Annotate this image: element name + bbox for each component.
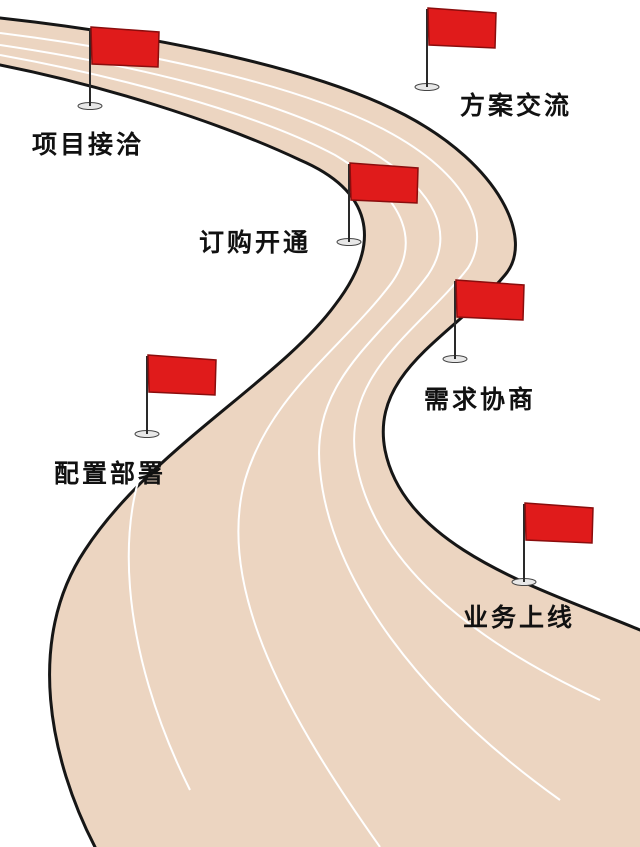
red-flag-icon: [510, 498, 600, 598]
red-flag-icon: [76, 22, 166, 122]
milestone-label: 需求协商: [424, 380, 536, 416]
red-flag-icon: [441, 275, 531, 375]
milestone-label: 项目接洽: [32, 125, 144, 161]
milestone-label: 配置部署: [54, 454, 166, 490]
milestone-label: 订购开通: [199, 223, 311, 259]
milestone-label: 方案交流: [460, 86, 572, 122]
red-flag-icon: [133, 350, 223, 450]
red-flag-icon: [335, 158, 425, 258]
milestone-label: 业务上线: [463, 598, 575, 634]
